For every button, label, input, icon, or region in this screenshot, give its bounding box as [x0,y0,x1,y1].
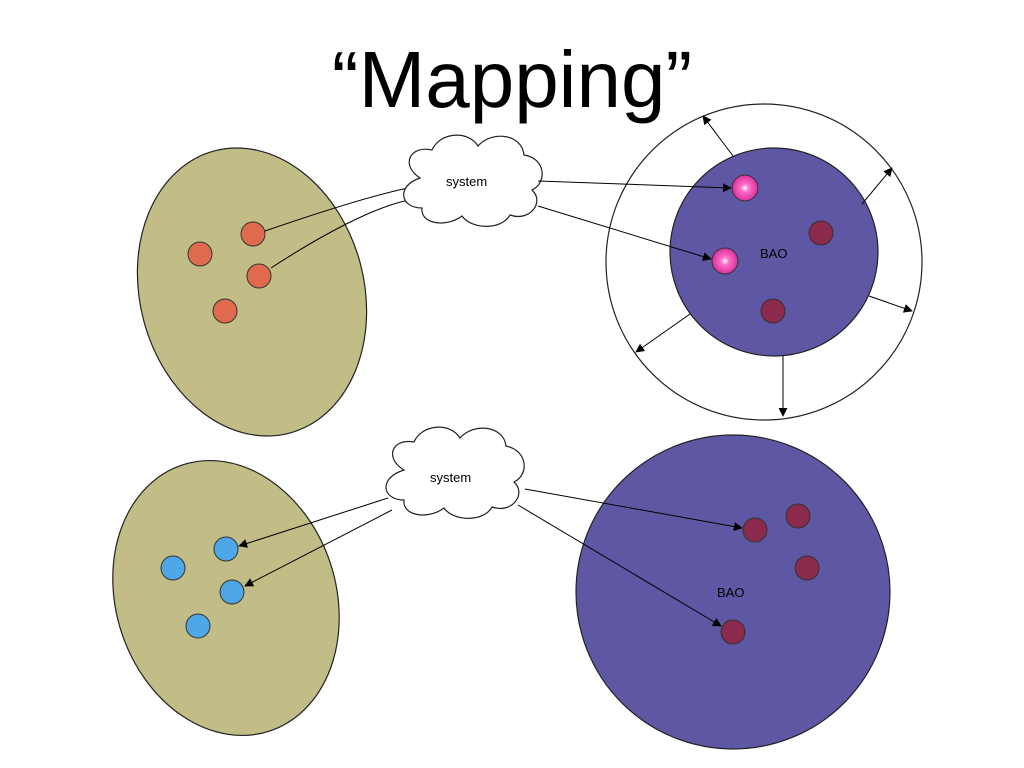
mapping-arrow [244,509,393,587]
mapping-line [270,199,411,269]
bao-element [720,619,746,645]
mapping-arrow [524,488,743,531]
expansion-arrow [702,115,734,157]
top-mapping: BAO system [136,103,923,437]
expansion-arrow [635,313,691,353]
bao-element [742,517,768,543]
bao-element [760,298,786,324]
bao-circle [669,147,879,357]
target-element [219,579,245,605]
bao-label: BAO [717,585,744,600]
mapping-arrow [537,180,732,193]
system-cloud: system [403,134,543,227]
system-label: system [430,470,471,485]
target-element [185,613,211,639]
bottom-mapping: BAO system [112,426,891,750]
bao-element [785,503,811,529]
mapping-arrow [537,205,712,261]
bao-expansion-ring [605,103,923,421]
source-element [212,298,238,324]
mapped-element [731,174,759,202]
mapping-arrow [517,504,722,627]
expansion-arrow [861,167,893,205]
target-element [213,536,239,562]
bao-element [794,555,820,581]
system-label: system [446,174,487,189]
system-cloud: system [385,426,525,519]
mapped-element [711,247,739,275]
source-element [240,221,266,247]
target-element [160,555,186,581]
page-title: “Mapping” [331,35,693,124]
source-element [246,263,272,289]
source-element [187,241,213,267]
bao-circle [575,434,891,750]
bao-element [808,220,834,246]
mapping-arrow [238,497,389,548]
mapping-line [264,187,409,232]
expansion-arrow [868,295,913,313]
source-set-ellipse [136,147,368,437]
bao-label: BAO [760,246,787,261]
